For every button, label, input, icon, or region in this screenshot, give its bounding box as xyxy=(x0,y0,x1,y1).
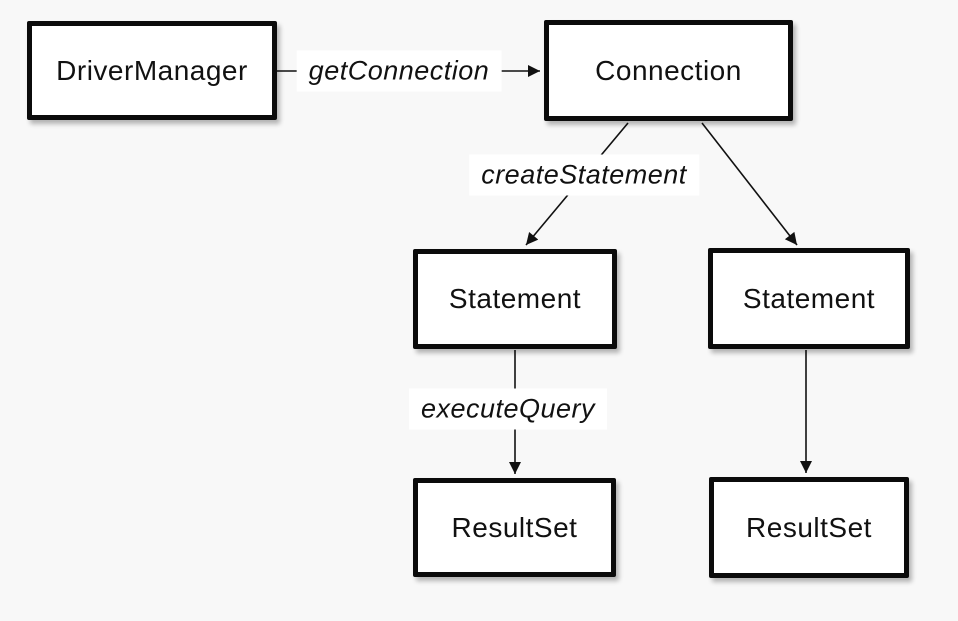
edge-label-executequery: executeQuery xyxy=(408,388,608,430)
node-connection: Connection xyxy=(544,20,793,121)
edge-label-createstatement: createStatement xyxy=(469,154,699,196)
node-statement-right: Statement xyxy=(708,248,910,349)
node-resultset-left: ResultSet xyxy=(413,478,616,577)
edge-connection-to-right-statement-line xyxy=(701,122,798,246)
node-statement-left: Statement xyxy=(413,249,617,349)
node-resultset-right: ResultSet xyxy=(709,477,909,578)
edge-label-getconnection: getConnection xyxy=(296,50,502,92)
node-drivermanager: DriverManager xyxy=(27,21,277,120)
